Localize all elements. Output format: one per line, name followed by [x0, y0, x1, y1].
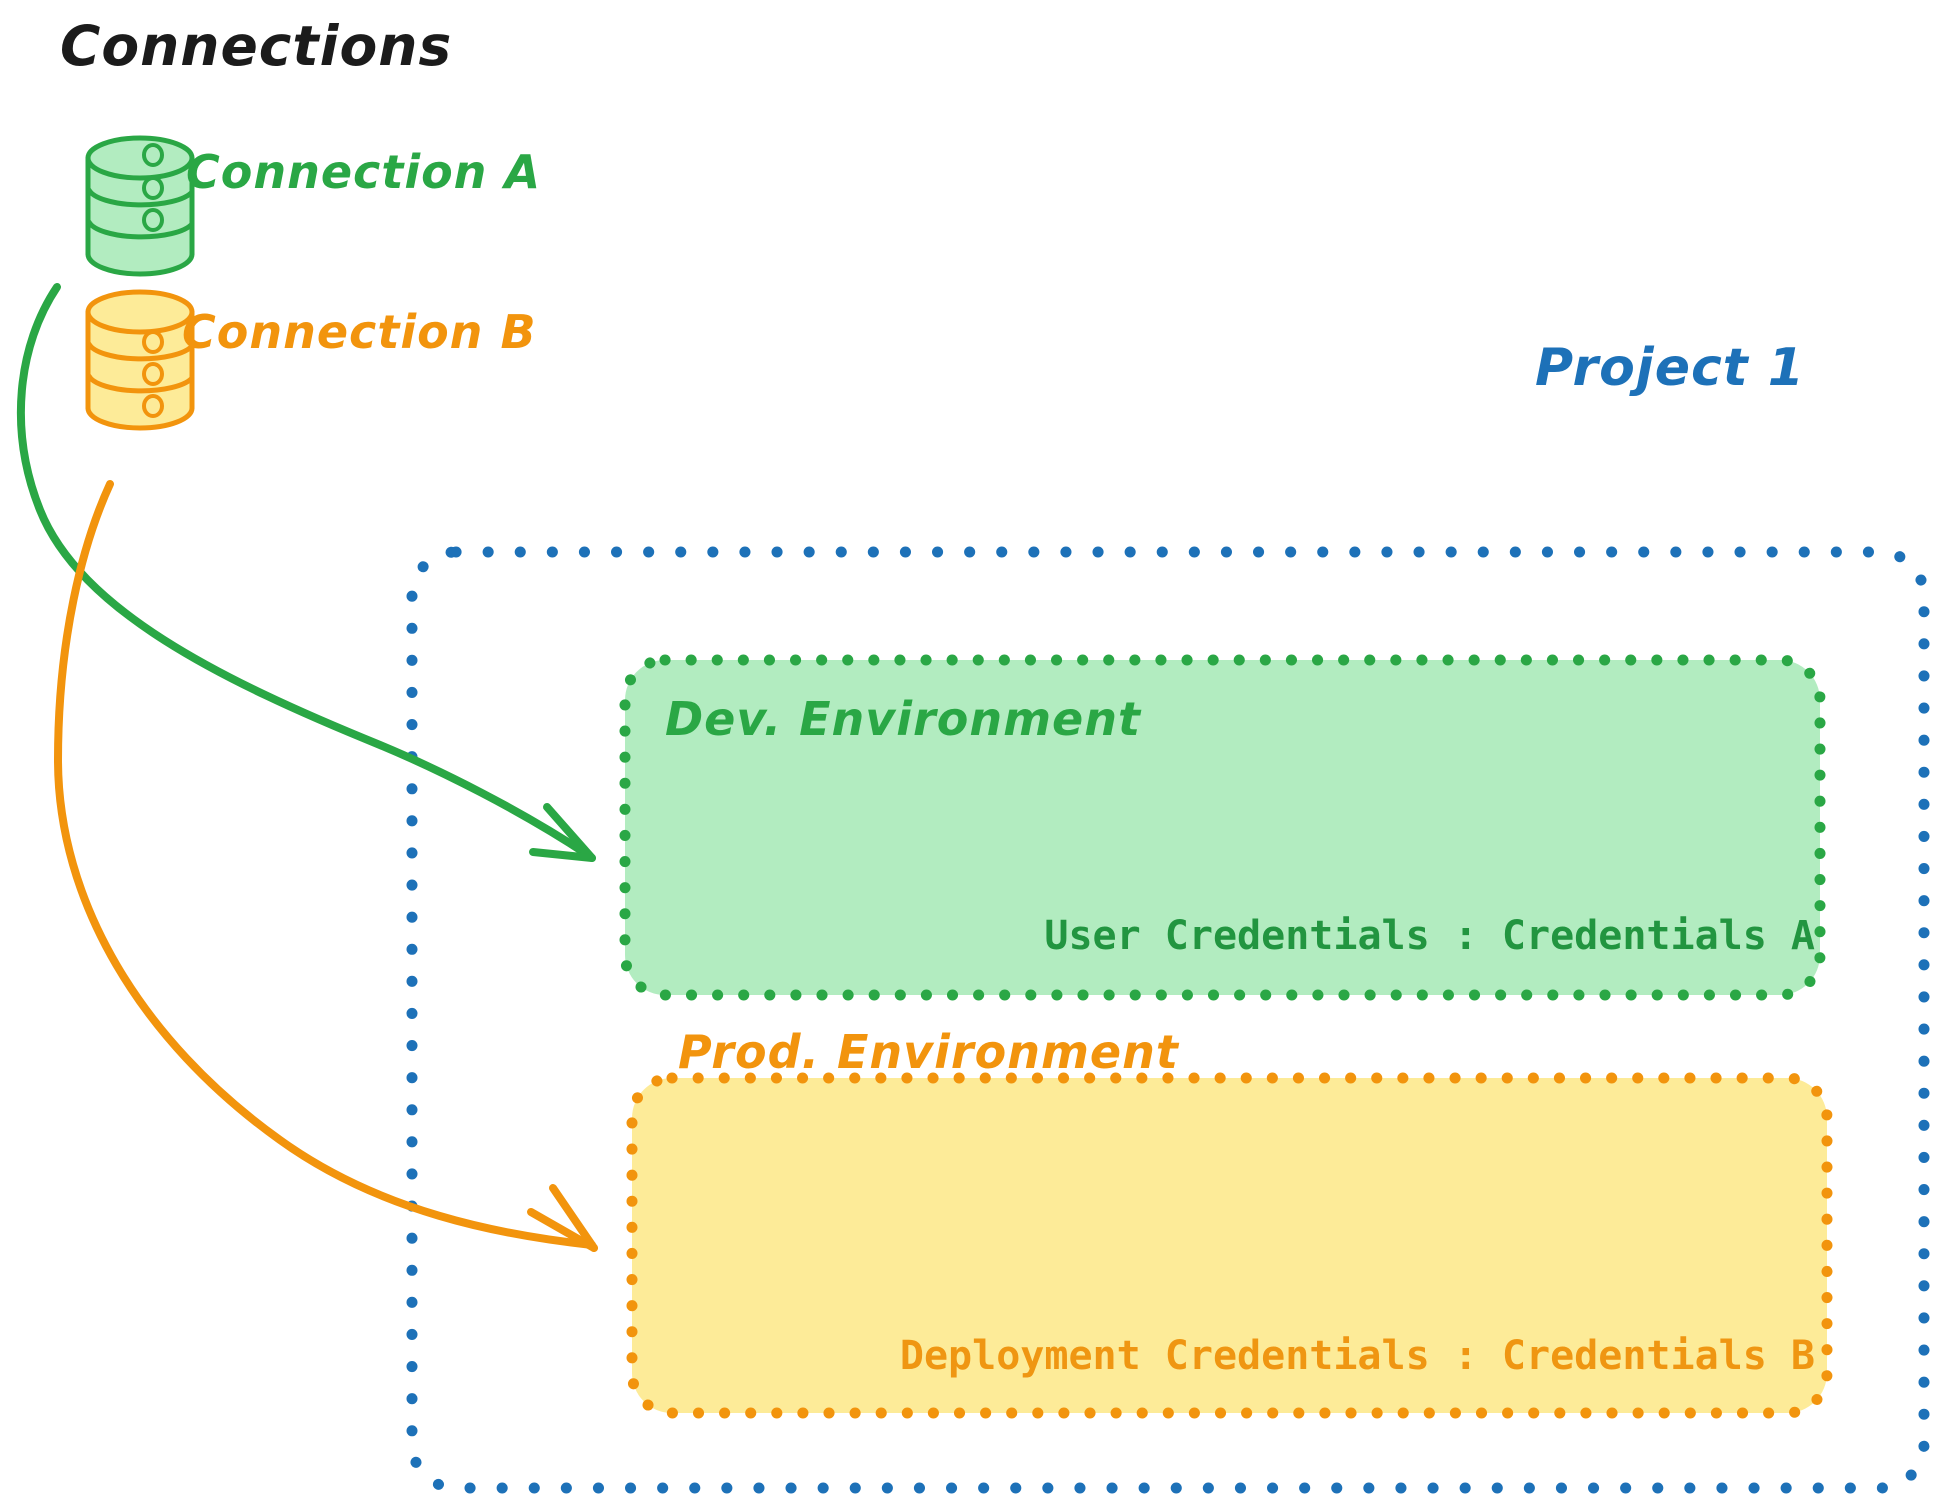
- project-title: Project 1: [1535, 338, 1805, 398]
- dev-environment-title: Dev. Environment: [665, 692, 1141, 746]
- dev-environment-credentials: User Credentials : Credentials A: [1044, 913, 1815, 959]
- prod-environment-credentials: Deployment Credentials : Credentials B: [899, 1333, 1815, 1379]
- arrow-connection-b-to-prod: [53, 480, 598, 1252]
- dev-environment-box[interactable]: [619, 654, 1826, 1001]
- arrow-connection-a-to-dev: [17, 283, 596, 862]
- database-cylinder-icon-connection-b[interactable]: [85, 289, 195, 431]
- connection-b-label: Connection B: [182, 305, 537, 359]
- connection-a-label: Connection A: [186, 145, 542, 199]
- database-cylinder-icon-connection-a[interactable]: [85, 135, 195, 277]
- prod-environment-box[interactable]: [626, 1072, 1833, 1419]
- prod-environment-title: Prod. Environment: [678, 1025, 1179, 1079]
- page-title: Connections: [60, 14, 453, 78]
